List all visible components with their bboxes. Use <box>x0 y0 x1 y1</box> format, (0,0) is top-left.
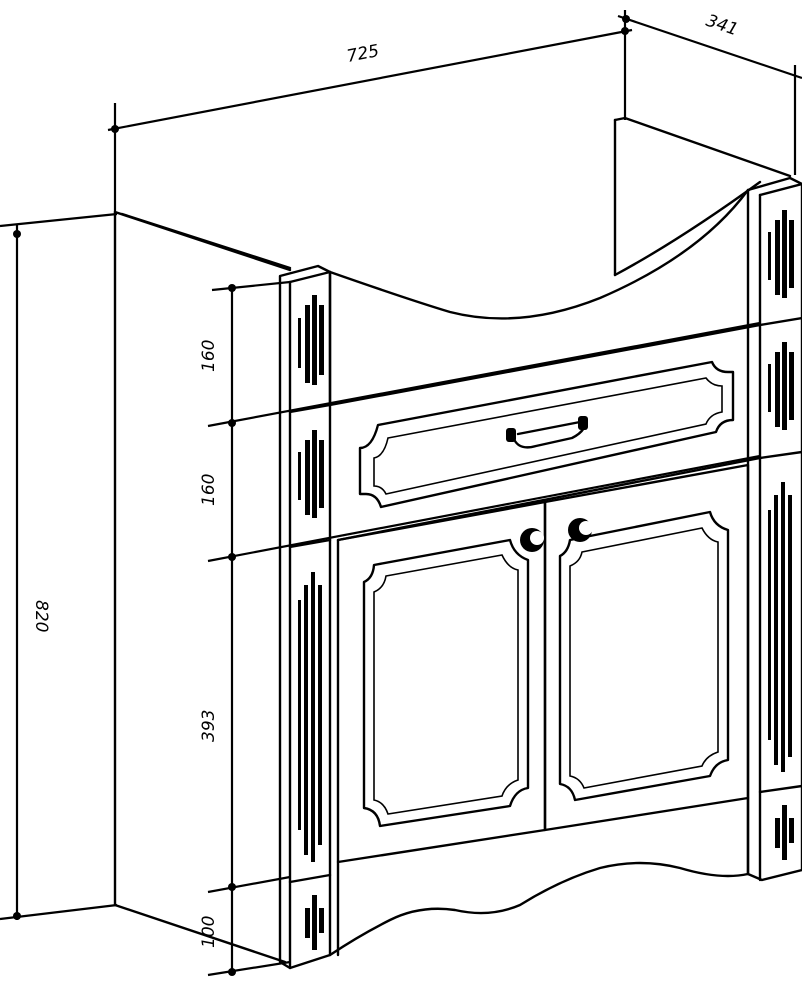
door-knob-right-icon[interactable] <box>568 518 593 542</box>
sink-cutout <box>328 180 762 407</box>
left-pilaster <box>278 264 332 970</box>
height-label: 820 <box>31 600 51 632</box>
width-label: 725 <box>345 41 381 67</box>
drawer-handle-icon[interactable] <box>506 416 588 449</box>
depth-label: 341 <box>703 11 740 40</box>
section-plinth-label: 100 <box>199 916 219 948</box>
section-drawer-label: 160 <box>199 474 219 506</box>
pilaster-fluting <box>768 210 794 860</box>
width-dimension: 725 <box>107 10 633 212</box>
depth-dimension: 341 <box>617 11 802 175</box>
plinth <box>328 796 750 957</box>
section-doors-label: 393 <box>199 710 219 742</box>
pilaster-fluting <box>298 295 324 950</box>
front-sections-dimension: 160 160 393 100 <box>199 280 761 977</box>
door-knob-left-icon[interactable] <box>520 528 544 552</box>
right-pilaster <box>746 176 802 882</box>
back-panel <box>613 116 792 277</box>
height-dimension: 820 <box>0 212 118 921</box>
left-door[interactable] <box>336 500 547 864</box>
left-side-panel <box>113 210 292 964</box>
section-top-label: 160 <box>199 340 219 372</box>
